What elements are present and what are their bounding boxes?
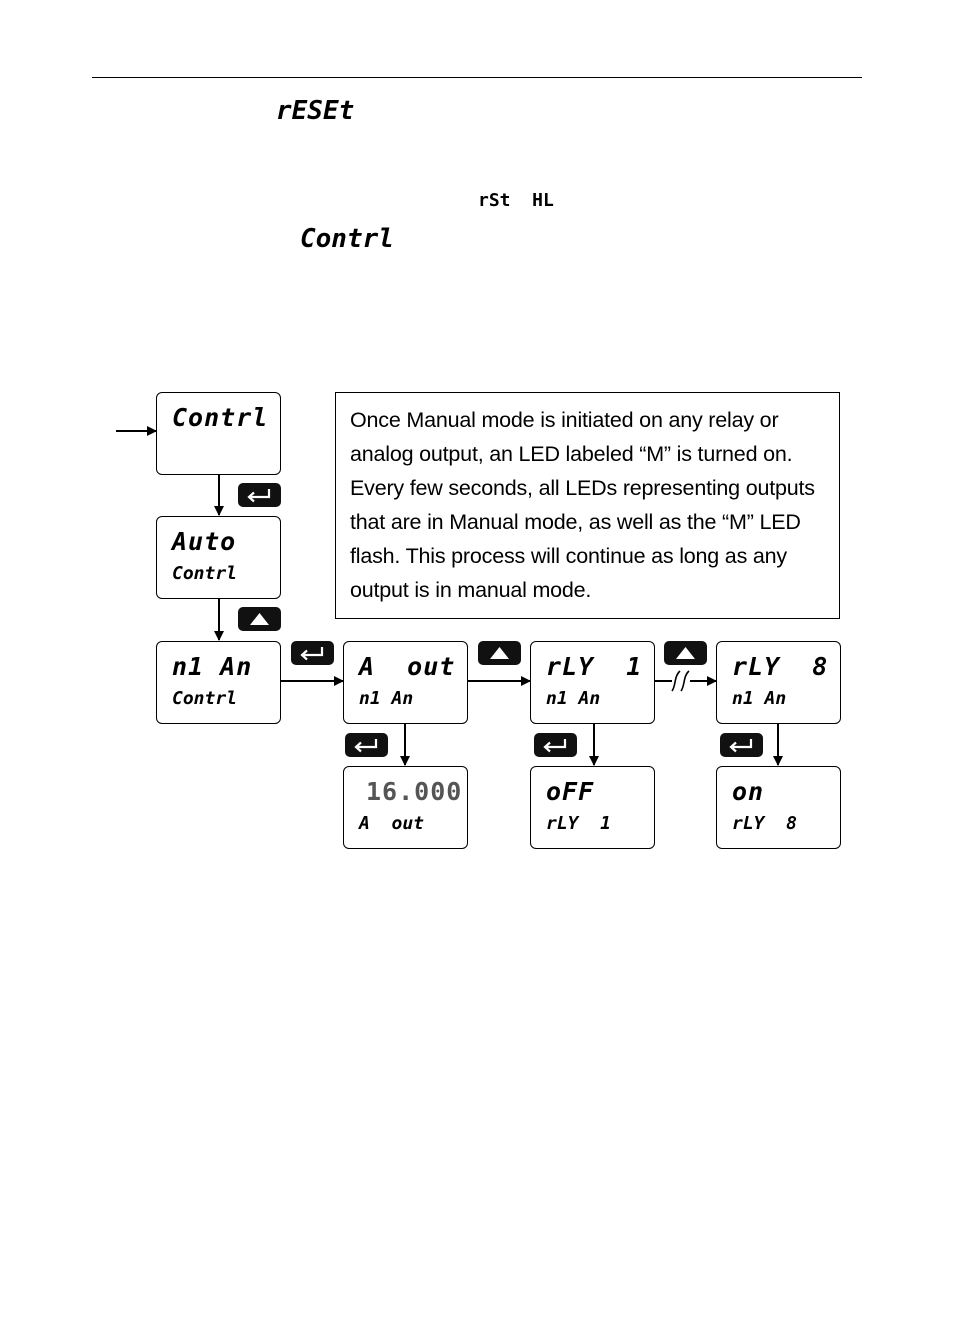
display-top-text: rLY 8 [732,652,829,681]
display-top-text: 16.000 [366,777,463,806]
enter-icon [729,739,753,753]
enter-icon [247,489,271,503]
display-top-text: A out [359,652,456,681]
up-arrow-icon [676,647,695,659]
reset-code: rESEt [276,96,355,126]
enter-button[interactable] [720,733,763,757]
display-bottom-text: A out [359,813,425,834]
display-analog-out-value: 16.000 A out [343,766,468,849]
display-bottom-text: Contrl [172,563,238,584]
display-bottom-text: n1 An [732,688,787,709]
display-top-text: oFF [546,777,595,806]
display-analog-out: A out n1 An [343,641,468,724]
enter-icon [300,647,324,661]
enter-icon [354,739,378,753]
display-top-text: Auto [172,527,237,556]
up-button[interactable] [478,641,521,665]
display-relay-1-value: oFF rLY 1 [530,766,655,849]
enter-button[interactable] [345,733,388,757]
display-top-text: Contrl [172,403,269,432]
up-arrow-icon [250,613,269,625]
display-relay-8: rLY 8 n1 An [716,641,841,724]
display-top-text: on [732,777,765,806]
display-relay-8-value: on rLY 8 [716,766,841,849]
display-auto: Auto Contrl [156,516,281,599]
display-bottom-text: n1 An [546,688,601,709]
display-bottom-text: rLY 8 [732,813,798,834]
display-manual: n1 An Contrl [156,641,281,724]
up-button[interactable] [664,641,707,665]
break-icon [671,670,690,692]
enter-button[interactable] [291,641,334,665]
display-bottom-text: rLY 1 [546,813,612,834]
display-relay-1: rLY 1 n1 An [530,641,655,724]
contrl-code: Contrl [300,224,394,254]
display-top-text: rLY 1 [546,652,643,681]
rst-hl-code: rSt HL [478,190,554,211]
up-arrow-icon [490,647,509,659]
display-bottom-text: n1 An [359,688,414,709]
manual-mode-note: Once Manual mode is initiated on any rel… [335,392,840,619]
up-button[interactable] [238,607,281,631]
enter-button[interactable] [238,483,281,507]
display-bottom-text: Contrl [172,688,238,709]
enter-button[interactable] [534,733,577,757]
header-rule [92,77,862,78]
enter-icon [543,739,567,753]
display-contrl: Contrl [156,392,281,475]
display-top-text: n1 An [172,652,253,681]
